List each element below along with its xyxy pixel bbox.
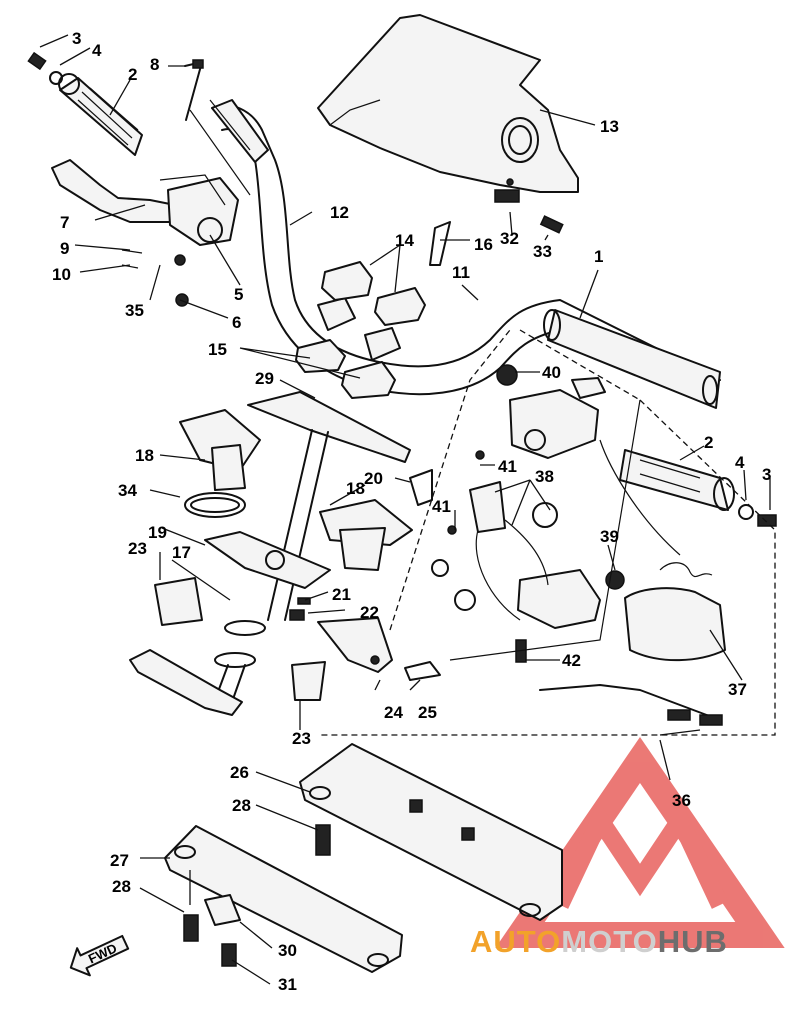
switch-assembly <box>431 364 681 663</box>
callout-18-left: 18 <box>135 446 154 465</box>
throttle-assembly <box>51 159 239 307</box>
callout-4-right: 4 <box>735 453 745 472</box>
callout-13: 13 <box>600 117 619 136</box>
bolt-16 <box>429 221 451 266</box>
callout-34: 34 <box>118 481 137 500</box>
callout-31: 31 <box>278 975 297 994</box>
steering-column <box>129 391 433 716</box>
callout-23-bottom: 23 <box>292 729 311 748</box>
callout-18-right: 18 <box>346 479 365 498</box>
callout-23-top: 23 <box>128 539 147 558</box>
callout-33: 33 <box>533 242 552 261</box>
right-grip <box>619 449 735 511</box>
watermark-text-moto: MOTO <box>561 924 658 959</box>
callout-19: 19 <box>148 523 167 542</box>
callout-15: 15 <box>208 340 227 359</box>
left-grip <box>58 73 143 156</box>
bolt-31 <box>221 943 237 967</box>
callout-42: 42 <box>562 651 581 670</box>
callout-22: 22 <box>360 603 379 622</box>
callout-40: 40 <box>542 363 561 382</box>
lanyard-switch <box>539 562 726 726</box>
callout-labels: 3 4 2 8 13 7 12 9 10 35 5 6 14 16 32 33 … <box>52 29 771 994</box>
lower-bracket-27 <box>164 825 403 973</box>
callout-10: 10 <box>52 265 71 284</box>
leader-lines <box>39 34 771 985</box>
callout-29: 29 <box>255 369 274 388</box>
callout-38: 38 <box>535 467 554 486</box>
bolt <box>757 514 777 527</box>
watermark-logo <box>495 737 785 948</box>
callout-20: 20 <box>364 469 383 488</box>
bolt-28-lower <box>183 914 199 942</box>
handlebar-cover <box>317 14 579 203</box>
callout-39: 39 <box>600 527 619 546</box>
callout-32: 32 <box>500 229 519 248</box>
fwd-arrow: FWD <box>69 934 130 977</box>
lower-bracket-26 <box>299 743 563 921</box>
callout-1: 1 <box>594 247 603 266</box>
callout-14: 14 <box>395 231 414 250</box>
callout-5: 5 <box>234 285 243 304</box>
upper-holders <box>295 261 426 399</box>
callout-7: 7 <box>60 213 69 232</box>
callout-25: 25 <box>418 703 437 722</box>
callout-3-left: 3 <box>72 29 81 48</box>
washer <box>49 71 63 85</box>
callout-2-right: 2 <box>704 433 713 452</box>
callout-28-lower: 28 <box>112 877 131 896</box>
callout-41-top: 41 <box>498 457 517 476</box>
callout-4-left: 4 <box>92 41 102 60</box>
callout-12: 12 <box>330 203 349 222</box>
screw <box>539 215 564 234</box>
callout-30: 30 <box>278 941 297 960</box>
fwd-label: FWD <box>86 940 119 966</box>
callout-17: 17 <box>172 543 191 562</box>
switch-group-outline <box>320 329 776 736</box>
callout-35: 35 <box>125 301 144 320</box>
callout-6: 6 <box>232 313 241 332</box>
callout-36: 36 <box>672 791 691 810</box>
washer <box>738 504 754 520</box>
bolt <box>27 51 47 71</box>
watermark-text: AUTOMOTOHUB <box>470 924 728 960</box>
callout-37: 37 <box>728 680 747 699</box>
callout-16: 16 <box>474 235 493 254</box>
long-bolt <box>192 59 204 69</box>
callout-41-mid: 41 <box>432 497 451 516</box>
callout-27: 27 <box>110 851 129 870</box>
callout-28-upper: 28 <box>232 796 251 815</box>
callout-21: 21 <box>332 585 351 604</box>
callout-9: 9 <box>60 239 69 258</box>
callout-8: 8 <box>150 55 159 74</box>
callout-3-right: 3 <box>762 465 771 484</box>
watermark-text-hub: HUB <box>657 924 728 959</box>
bolt-28-upper <box>315 824 331 856</box>
callout-26: 26 <box>230 763 249 782</box>
callout-24: 24 <box>384 703 403 722</box>
watermark-text-auto: AUTO <box>470 924 562 959</box>
bolt-25 <box>404 661 441 681</box>
callout-2-left: 2 <box>128 65 137 84</box>
callout-11: 11 <box>452 263 470 282</box>
